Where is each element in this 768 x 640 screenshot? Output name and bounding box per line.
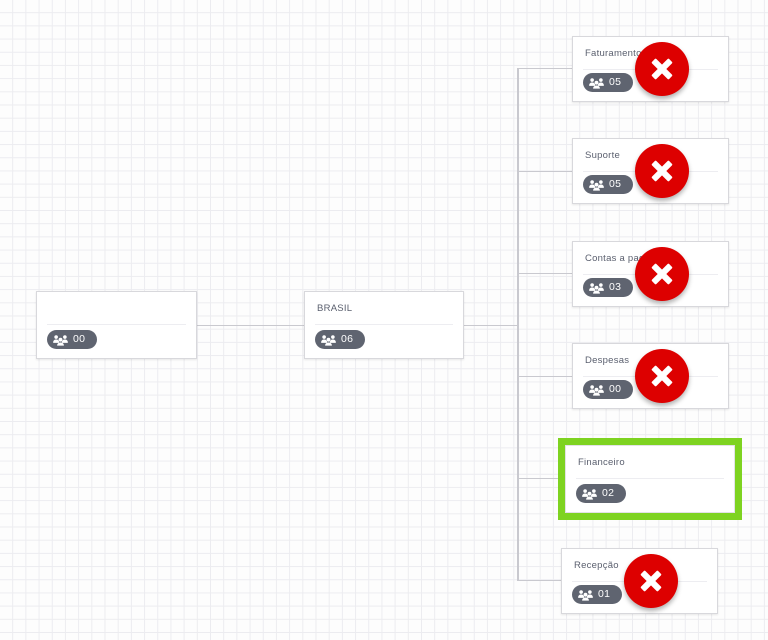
member-count-value: 05 [609,76,622,89]
member-count-value: 05 [609,178,622,191]
delete-node-button-despesas[interactable] [635,349,689,403]
member-count-badge[interactable]: 05 [583,175,633,194]
member-count-badge[interactable]: 03 [583,278,633,297]
member-count-value: 02 [602,487,615,500]
people-group-icon [582,488,597,500]
member-count-value: 00 [73,333,86,346]
member-count-value: 00 [609,383,622,396]
people-group-icon [589,282,604,294]
member-count-value: 03 [609,281,622,294]
org-node-divider [576,478,724,479]
org-node-body: Financeiro 02 [566,446,734,512]
connector-branch-despesas [518,376,572,377]
member-count-badge[interactable]: 06 [315,330,365,349]
people-group-icon [589,384,604,396]
org-node-title: Suporte [585,150,621,161]
delete-node-button-recepcao[interactable] [624,554,678,608]
connector-branch-suporte [518,171,572,172]
member-count-badge[interactable]: 02 [576,484,626,503]
people-group-icon [578,589,593,601]
delete-x-icon [651,263,673,285]
org-node-financeiro[interactable]: Financeiro 02 [558,438,742,520]
org-node-title: Faturamento [585,48,642,59]
people-group-icon [589,77,604,89]
delete-node-button-suporte[interactable] [635,144,689,198]
org-node-body: Faturamento 05 [573,37,728,101]
member-count-badge[interactable]: 00 [47,330,97,349]
delete-node-button-contas-a-pagar[interactable] [635,247,689,301]
delete-x-icon [651,58,673,80]
connector-branch-contas-a-pagar [518,273,572,274]
delete-x-icon [651,160,673,182]
org-node-title: Recepção [574,560,619,571]
delete-x-icon [651,365,673,387]
org-node-body: BRASIL 06 [305,292,463,358]
people-group-icon [321,334,336,346]
connector-branch-faturamento [518,68,572,69]
org-node-brasil[interactable]: BRASIL 06 [304,291,464,359]
people-group-icon [589,179,604,191]
connector-trunk [517,68,519,581]
people-group-icon [53,334,68,346]
org-node-title: BRASIL [317,303,353,314]
member-count-badge[interactable]: 05 [583,73,633,92]
delete-node-button-faturamento[interactable] [635,42,689,96]
org-node-title: Contas a pagar [585,253,654,264]
connector-root-to-brasil [197,325,304,326]
connector-brasil-stub [464,325,518,326]
org-node-body: 00 [37,292,196,358]
delete-x-icon [640,570,662,592]
member-count-badge[interactable]: 01 [572,585,622,604]
connector-branch-recepcao [518,580,561,581]
org-node-title: Financeiro [578,457,625,468]
member-count-value: 06 [341,333,354,346]
connector-branch-financeiro [518,478,565,479]
member-count-badge[interactable]: 00 [583,380,633,399]
member-count-value: 01 [598,588,611,601]
org-node-title: Despesas [585,355,630,366]
org-node-divider [47,324,186,325]
org-node-divider [315,324,453,325]
org-node-root[interactable]: 00 [36,291,197,359]
